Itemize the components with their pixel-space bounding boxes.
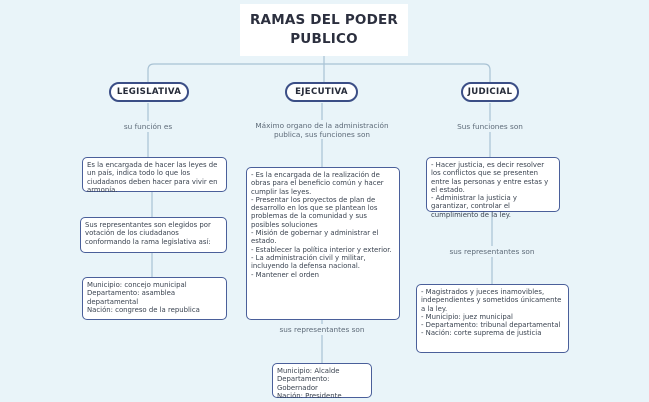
branch-legislativa[interactable]: LEGISLATIVA xyxy=(109,82,189,102)
branch-ejecutiva[interactable]: EJECUTIVA xyxy=(285,82,358,102)
ejecutiva-connector-representatives: sus representantes son xyxy=(279,325,365,334)
judicial-connector-representatives: sus representantes son xyxy=(449,247,535,256)
page-title: RAMAS DEL PODER PUBLICO xyxy=(240,4,408,56)
judicial-box-representatives[interactable]: - Magistrados y jueces inamovibles, inde… xyxy=(416,284,569,353)
ejecutiva-connector-function: Máximo organo de la administración publi… xyxy=(255,121,389,139)
legislativa-connector-function: su función es xyxy=(123,122,173,131)
ejecutiva-box-representatives[interactable]: Municipio: Alcalde Departamento: Goberna… xyxy=(272,363,372,400)
legislativa-box-description[interactable]: Es la encargada de hacer las leyes de un… xyxy=(82,157,227,194)
branch-judicial[interactable]: JUDICIAL xyxy=(461,82,519,102)
judicial-connector-function: Sus funciones son xyxy=(457,122,523,131)
branch-bar xyxy=(147,63,491,82)
legislativa-box-representatives[interactable]: Municipio: concejo municipal Departament… xyxy=(82,277,227,320)
judicial-box-functions[interactable]: - Hacer justicia, es decir resolver los … xyxy=(426,157,560,219)
ejecutiva-box-functions[interactable]: - Es la encargada de la realización de o… xyxy=(246,167,400,320)
legislativa-box-election[interactable]: Sus representantes son elegidos por vota… xyxy=(80,217,227,253)
